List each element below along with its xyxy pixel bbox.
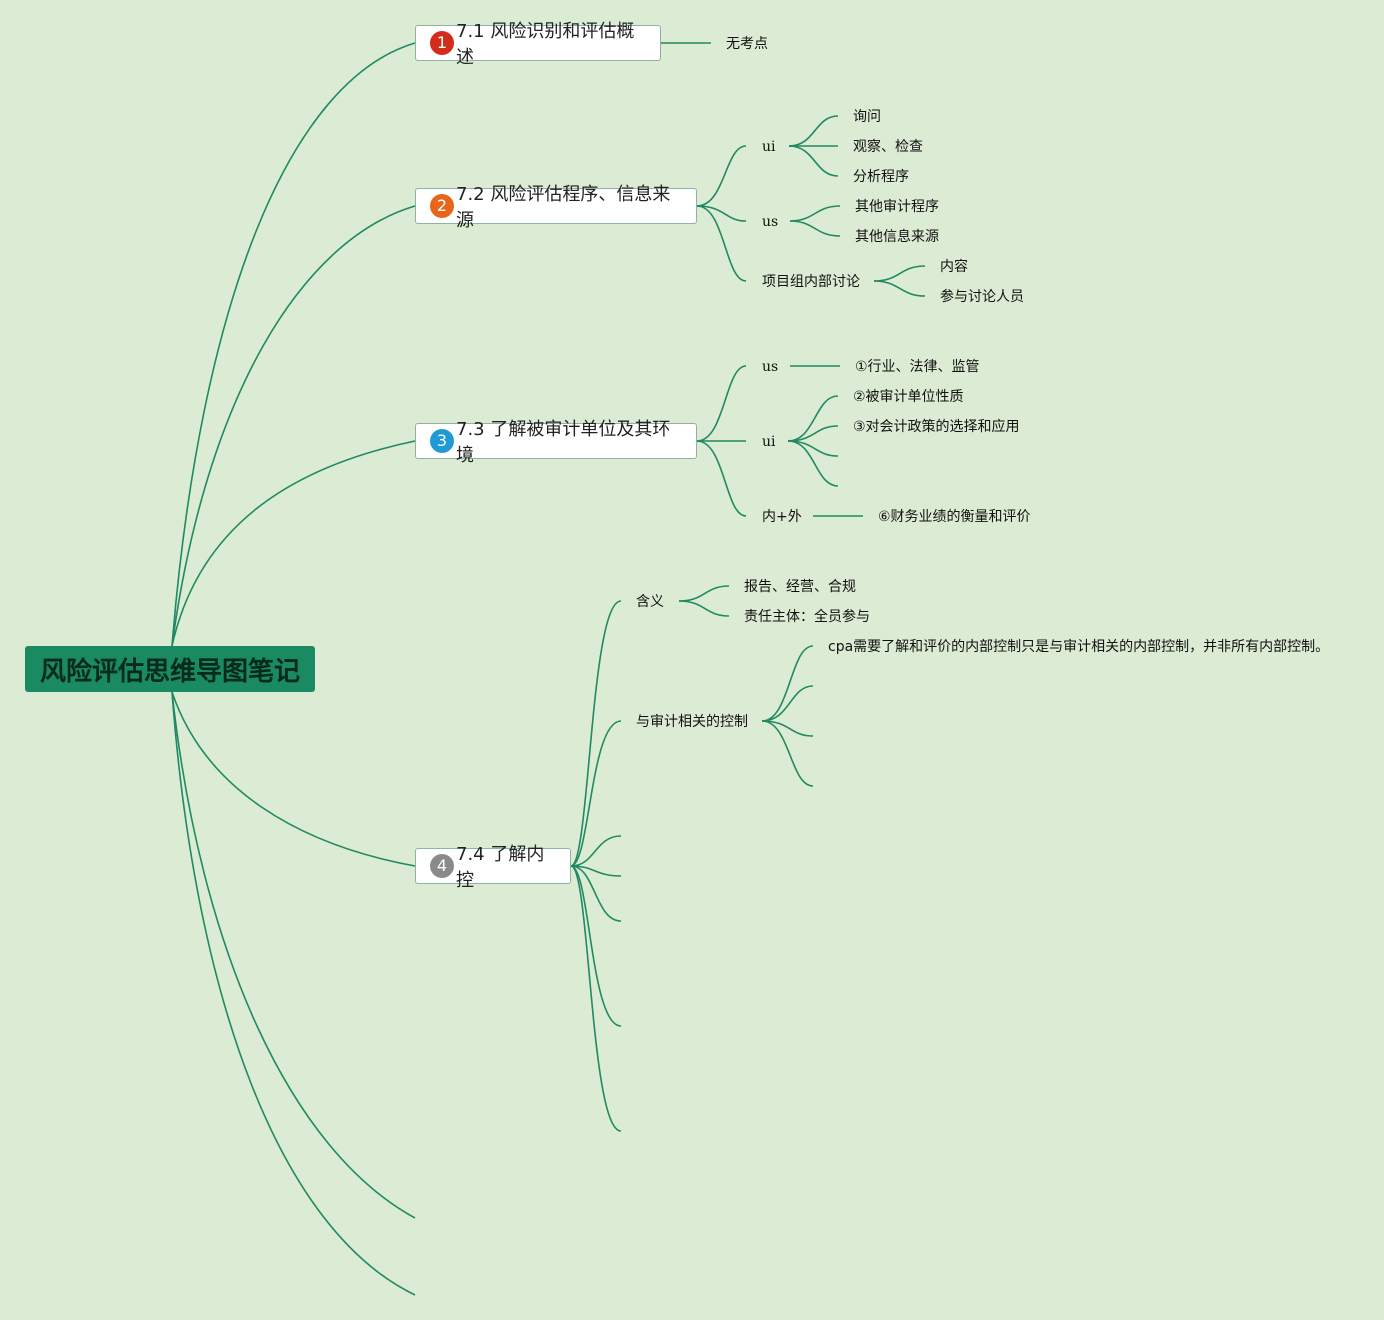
connector-root-t4 — [171, 691, 416, 867]
leaf-cpa-control-note[interactable]: cpa需要了解和评价的内部控制只是与审计相关的内部控制，并非所有内部控制。 — [828, 639, 1330, 655]
priority-3-icon: 3 — [430, 429, 454, 453]
connector-root-hidden-5 — [171, 691, 416, 1219]
node-t3-ui[interactable]: ui — [762, 434, 776, 450]
node-audit-related-controls[interactable]: 与审计相关的控制 — [636, 714, 748, 730]
connector-t2-ui — [696, 145, 747, 207]
node-internal-external[interactable]: 内+外 — [762, 509, 802, 525]
leaf-report-operation-compliance[interactable]: 报告、经营、合规 — [744, 579, 856, 595]
topic-7-2[interactable]: 2 7.2 风险评估程序、信息来源 — [415, 184, 697, 231]
leaf-no-exam-point[interactable]: 无考点 — [726, 36, 768, 52]
priority-4-icon: 4 — [430, 854, 454, 878]
connector-t2-discuss — [696, 205, 747, 282]
topic-label: 7.1 风险识别和评估概述 — [456, 21, 635, 68]
connector-root-t1 — [171, 42, 416, 647]
leaf-observe-inspect[interactable]: 观察、检查 — [853, 139, 923, 155]
topic-label: 7.4 了解内控 — [456, 844, 545, 891]
leaf-other-audit-procedures[interactable]: 其他审计程序 — [855, 199, 939, 215]
priority-2-icon: 2 — [430, 194, 454, 218]
priority-1-icon: 1 — [430, 31, 454, 55]
connector-t2-us — [696, 205, 747, 222]
leaf-discussion-content[interactable]: 内容 — [940, 259, 968, 275]
topic-7-1[interactable]: 1 7.1 风险识别和评估概述 — [415, 21, 661, 68]
topic-7-4[interactable]: 4 7.4 了解内控 — [415, 844, 571, 891]
connector-t4-meaning — [570, 600, 622, 867]
connector-t4-audit-controls — [570, 720, 622, 867]
leaf-accounting-policy[interactable]: ③对会计政策的选择和应用 — [853, 419, 1020, 435]
node-meaning[interactable]: 含义 — [636, 594, 664, 610]
leaf-entity-nature[interactable]: ②被审计单位性质 — [853, 389, 964, 405]
leaf-industry-law-regulation[interactable]: ①行业、法律、监管 — [855, 359, 980, 375]
node-team-discussion[interactable]: 项目组内部讨论 — [762, 274, 860, 290]
topic-label: 7.2 风险评估程序、信息来源 — [456, 184, 671, 231]
leaf-other-info-sources[interactable]: 其他信息来源 — [855, 229, 939, 245]
node-t3-us[interactable]: us — [762, 359, 779, 375]
root-label: 风险评估思维导图笔记 — [39, 656, 300, 687]
connector-root-t3 — [171, 440, 416, 647]
node-t2-ui[interactable]: ui — [762, 139, 776, 155]
connector-t3-inout — [696, 440, 747, 517]
root-topic[interactable]: 风险评估思维导图笔记 — [25, 646, 315, 692]
leaf-financial-performance[interactable]: ⑥财务业绩的衡量和评价 — [878, 509, 1031, 525]
topic-label: 7.3 了解被审计单位及其环境 — [456, 419, 671, 466]
connector-t3-us — [696, 365, 747, 442]
node-t2-us[interactable]: us — [762, 214, 779, 230]
leaf-responsible-party[interactable]: 责任主体：全员参与 — [744, 609, 870, 625]
leaf-inquiry[interactable]: 询问 — [853, 109, 881, 125]
leaf-analytical-procedures[interactable]: 分析程序 — [853, 169, 909, 185]
topic-7-3[interactable]: 3 7.3 了解被审计单位及其环境 — [415, 419, 697, 466]
connector-root-t2 — [171, 205, 416, 647]
connector-root-hidden-6 — [171, 691, 416, 1296]
leaf-discussion-participants[interactable]: 参与讨论人员 — [940, 289, 1024, 305]
